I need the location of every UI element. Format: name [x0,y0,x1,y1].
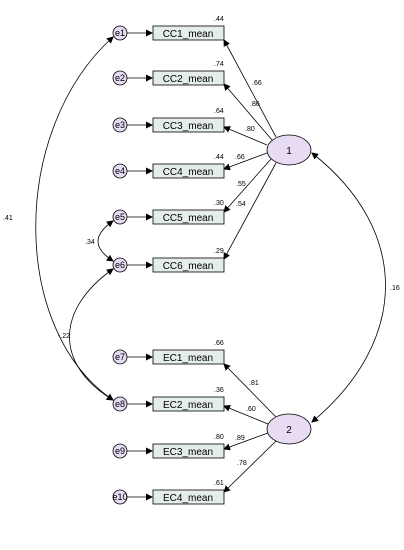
error-e10[interactable]: e10 [112,489,128,505]
error-e2[interactable]: e2 [112,70,128,86]
observed-label: EC4_mean [163,493,213,504]
error-label: e8 [115,399,125,409]
error-label: e2 [115,73,125,83]
error-e9[interactable]: e9 [112,443,128,459]
error-e3[interactable]: e3 [112,117,128,133]
r-squared: .44 [214,154,224,161]
r-squared: .61 [214,480,224,487]
observed-ec4[interactable]: EC4_mean.61 [152,480,225,505]
cov-e1-e8 [35,36,114,401]
observed-cc1[interactable]: CC1_mean.44 [152,16,225,41]
r-squared: .66 [214,340,224,347]
cov-label-e6-e8: -.22 [58,333,70,340]
r-squared: .44 [214,16,224,23]
observed-label: CC1_mean [163,29,214,40]
loading-label-cc2: .86 [250,101,260,108]
r-squared: .80 [214,434,224,441]
error-label: e5 [115,212,125,222]
observed-ec1[interactable]: EC1_mean.66 [152,340,225,365]
error-label: e10 [112,492,127,502]
r-squared: .36 [214,387,224,394]
observed-label: EC2_mean [163,400,213,411]
loading-f2-ec4 [223,440,277,493]
error-paths [127,29,153,501]
error-label: e1 [115,28,125,38]
loading-f2-ec3 [223,432,269,451]
loading-label-ec1: .81 [249,380,259,387]
loading-label-ec4: .78 [237,460,247,467]
latent-label: 2 [286,425,292,436]
loading-label-ec3: .89 [235,435,245,442]
cov-label-e1-e8: .41 [3,215,13,222]
loading-f1-cc3 [223,126,268,146]
covariance-curves [35,36,386,423]
observed-label: CC6_mean [163,261,214,272]
loading-label-ec2: .60 [246,406,256,413]
observed-label: CC3_mean [163,121,214,132]
observed-cc5[interactable]: CC5_mean.30 [152,200,225,225]
error-e5[interactable]: e5 [112,209,128,225]
cov-f1-f2 [311,152,386,423]
loading-label-cc5: .55 [236,181,246,188]
loading-f1-cc1 [223,39,277,138]
error-label: e3 [115,120,125,130]
loading-label-cc3: .80 [245,126,255,133]
observed-cc2[interactable]: CC2_mean.74 [152,61,225,86]
observed-label: CC5_mean [163,213,214,224]
error-e4[interactable]: e4 [112,163,128,179]
error-label: e4 [115,166,125,176]
r-squared: .30 [214,200,224,207]
error-label: e6 [115,260,125,270]
factor2-loadings [223,363,277,493]
observed-ec3[interactable]: EC3_mean.80 [152,434,225,459]
r-squared: .29 [214,248,224,255]
latent-label: 1 [286,146,292,157]
error-e1[interactable]: e1 [112,25,128,41]
loading-f1-cc6 [223,162,277,260]
observed-label: EC1_mean [163,353,213,364]
loading-f2-ec2 [223,405,269,425]
loading-label-cc4: .66 [235,154,245,161]
error-e7[interactable]: e7 [112,349,128,365]
factor1-loadings [223,39,277,260]
error-terms: e1 e2 e3 e4 e5 e6 e7 e8 e9 e10 [112,25,128,505]
error-label: e9 [115,446,125,456]
cov-e5-e6 [97,220,114,262]
cov-label-e5-e6: .34 [85,239,95,246]
latent-factor-2[interactable]: 2 [266,413,312,445]
observed-cc3[interactable]: CC3_mean.64 [152,108,225,133]
loading-label-cc6: .54 [236,201,246,208]
observed-variables: CC1_mean.44 CC2_mean.74 CC3_mean.64 CC4_… [152,16,225,505]
observed-label: EC3_mean [163,447,213,458]
cov-label-f1-f2: .16 [390,285,400,292]
cov-e6-e8 [69,268,114,401]
error-e6[interactable]: e6 [112,257,128,273]
r-squared: .64 [214,108,224,115]
observed-cc4[interactable]: CC4_mean.44 [152,154,225,179]
loading-f2-ec1 [223,363,277,418]
loading-labels: .66 .86 .80 .66 .55 .54 .81 .60 .89 .78 [235,80,262,467]
loading-f1-cc5 [223,158,272,213]
observed-ec2[interactable]: EC2_mean.36 [152,387,225,412]
loading-f1-cc2 [223,83,273,141]
error-label: e7 [115,352,125,362]
error-e8[interactable]: e8 [112,396,128,412]
observed-cc6[interactable]: CC6_mean.29 [152,248,225,273]
covariance-labels: .41 .34 -.22 .16 [3,215,400,340]
r-squared: .74 [214,61,224,68]
latent-factor-1[interactable]: 1 [266,134,312,166]
loading-f1-cc4 [223,152,268,171]
loading-label-cc1: .66 [252,80,262,87]
observed-label: CC2_mean [163,74,214,85]
observed-label: CC4_mean [163,167,214,178]
